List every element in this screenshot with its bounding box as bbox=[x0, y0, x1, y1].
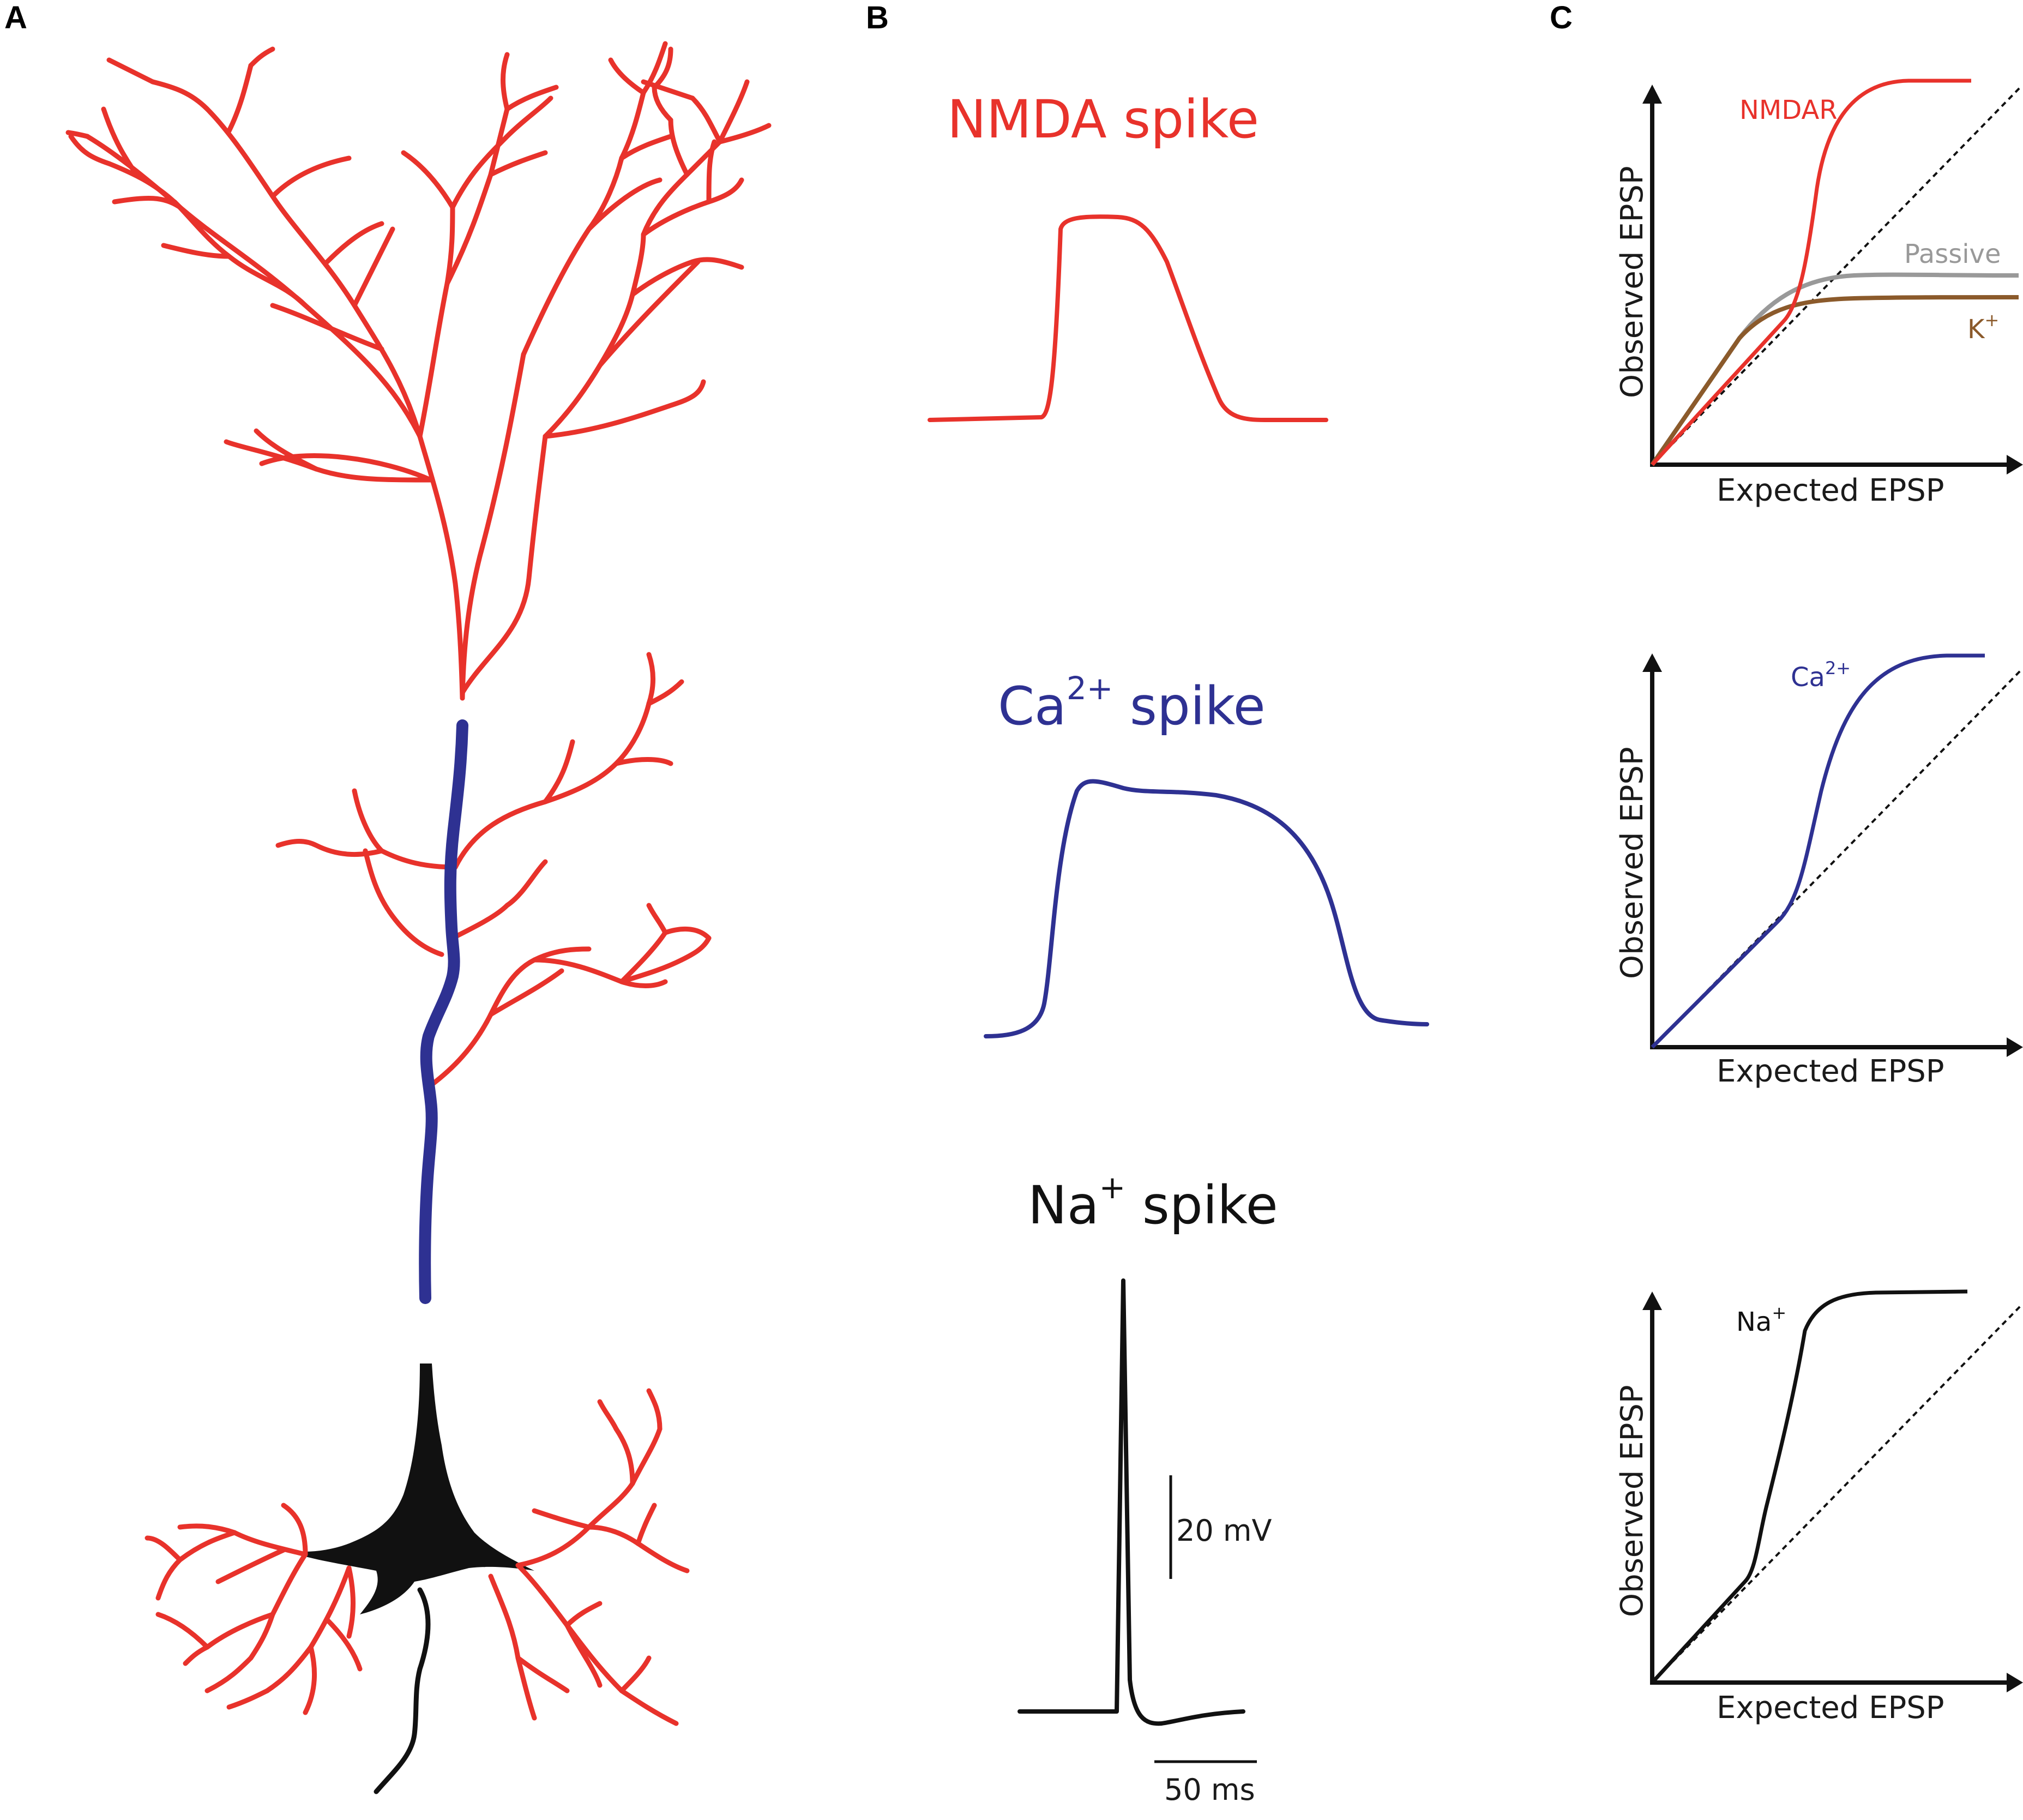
time-scale-label: 50 ms bbox=[1164, 1773, 1255, 1807]
plot-sodium: Na+ Expected EPSP Observed EPSP bbox=[1615, 1289, 2023, 1726]
axon bbox=[374, 1587, 431, 1794]
nmdar-label: NMDAR bbox=[1739, 95, 1838, 125]
nmdar-curve bbox=[1651, 79, 1971, 466]
plot1-x-axis-label: Expected EPSP bbox=[1717, 473, 1944, 508]
apical-tuft bbox=[65, 41, 772, 701]
k-curve bbox=[1650, 295, 2019, 466]
neuron-drawing bbox=[65, 41, 772, 1794]
ca-curve-label: Ca2+ bbox=[1791, 658, 1851, 693]
ca-spike-trace bbox=[984, 779, 1429, 1038]
plot1-y-axis-label: Observed EPSP bbox=[1615, 166, 1650, 398]
voltage-scale-label: 20 mV bbox=[1176, 1513, 1272, 1548]
panel-label-c: C bbox=[1550, 0, 1573, 35]
nmda-spike-title: NMDA spike bbox=[947, 89, 1259, 150]
oblique-dendrites bbox=[275, 652, 712, 1088]
ca-spike-title: Ca2+ spike bbox=[998, 670, 1266, 737]
plot2-y-axis-label: Observed EPSP bbox=[1615, 747, 1650, 979]
sodium-curve bbox=[1651, 1289, 1968, 1684]
soma bbox=[284, 1364, 534, 1614]
passive-label: Passive bbox=[1904, 239, 2001, 269]
na-spike-trace bbox=[1017, 1278, 1245, 1726]
plot2-x-axis-label: Expected EPSP bbox=[1717, 1054, 1944, 1089]
plot3-y-axis-label: Observed EPSP bbox=[1615, 1385, 1650, 1617]
k-label: K+ bbox=[1967, 310, 1999, 345]
panel-label-b: B bbox=[866, 0, 889, 35]
plot3-x-axis-label: Expected EPSP bbox=[1717, 1690, 1944, 1726]
panel-label-a: A bbox=[4, 0, 27, 35]
nmda-spike-trace bbox=[928, 214, 1328, 422]
plot-nmdar: NMDAR Passive K+ Expected EPSP Observed … bbox=[1615, 79, 2023, 508]
apical-trunk bbox=[419, 693, 468, 1369]
passive-curve bbox=[1650, 272, 2019, 466]
calcium-curve bbox=[1651, 653, 1985, 1049]
na-spike-title: Na+ spike bbox=[1028, 1169, 1278, 1236]
basal-dendrites bbox=[144, 1388, 690, 1726]
plot-calcium: Ca2+ Expected EPSP Observed EPSP bbox=[1615, 653, 2023, 1089]
na-curve-label: Na+ bbox=[1736, 1302, 1786, 1337]
